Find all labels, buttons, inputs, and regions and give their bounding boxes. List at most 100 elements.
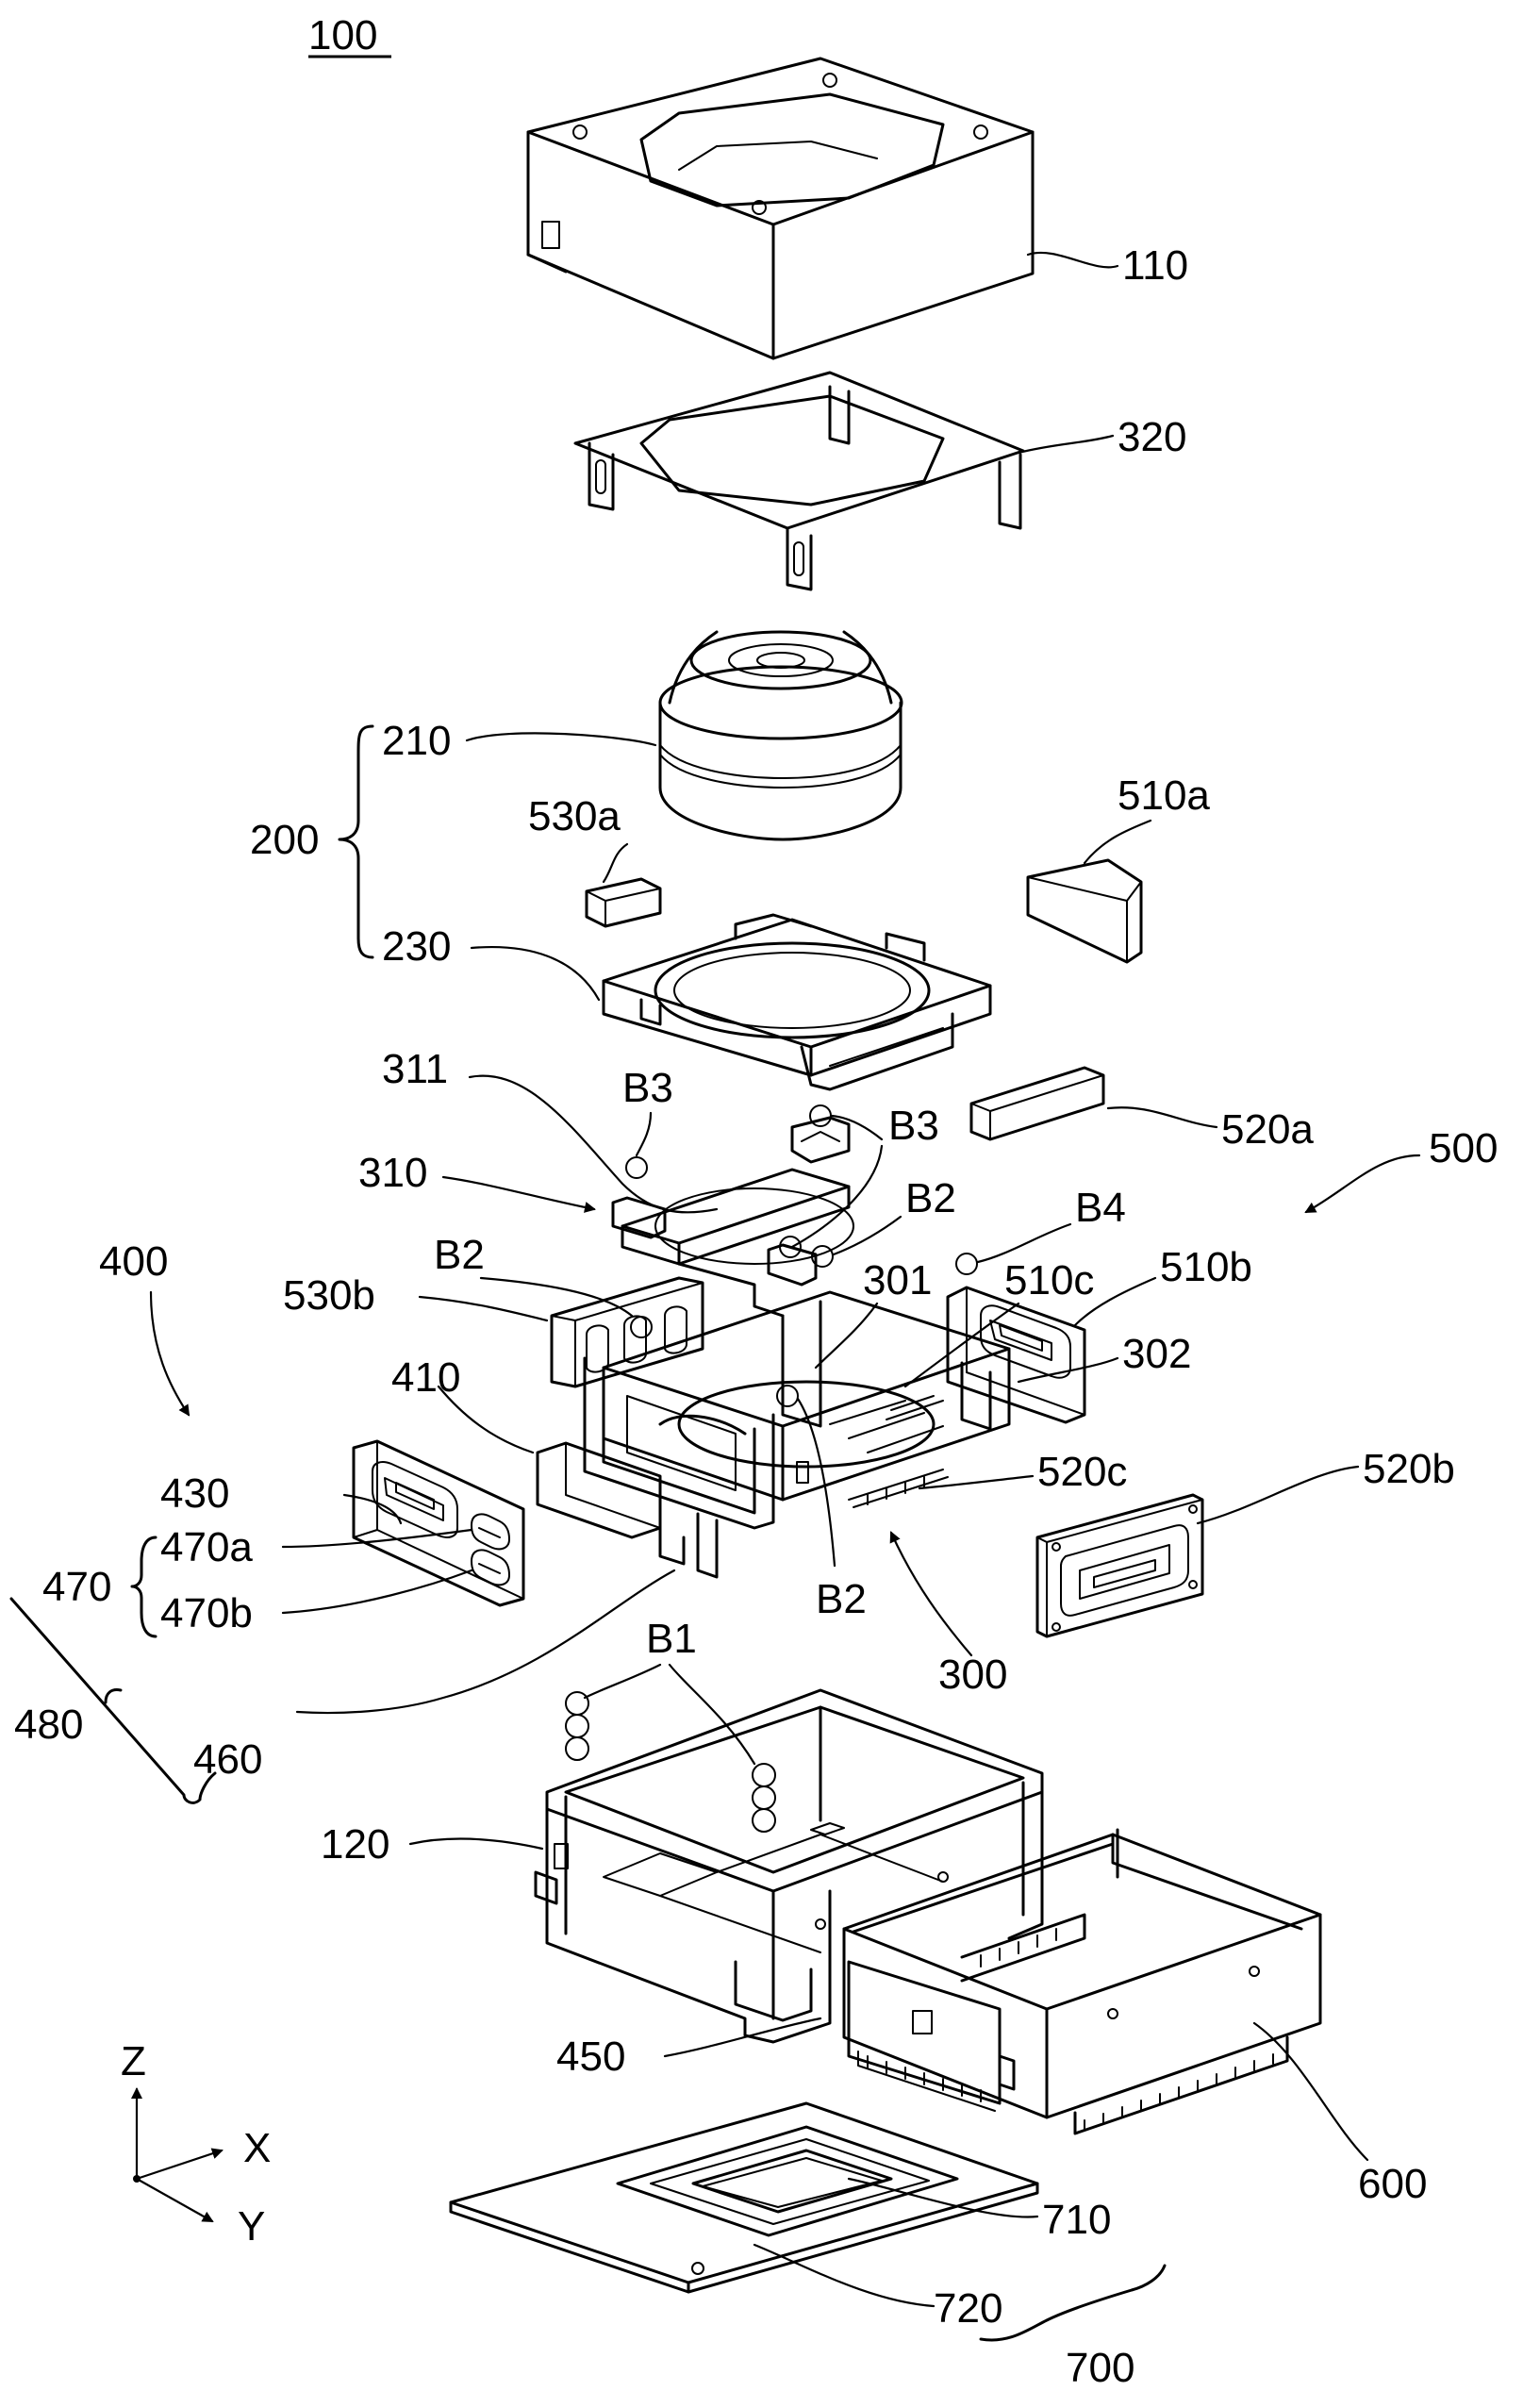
image-sensor-board-700 (449, 2101, 1039, 2294)
label-720: 720 (934, 2285, 1002, 2332)
ball-b1-right-2 (752, 1785, 776, 1810)
lens-210 (658, 630, 903, 841)
label-302: 302 (1122, 1331, 1191, 1377)
leader-710 (847, 2177, 1039, 2218)
axis-label-z: Z (121, 2038, 146, 2084)
label-b1: B1 (646, 1616, 697, 1662)
frame-310 (611, 1116, 854, 1318)
leader-520b (1196, 1465, 1360, 1525)
label-700: 700 (1066, 2345, 1134, 2391)
leader-410 (437, 1385, 535, 1454)
label-b4: B4 (1075, 1185, 1126, 1231)
coordinate-axes: Z X Y (121, 2038, 271, 2250)
leader-110 (1026, 251, 1119, 269)
arrow-500 (1304, 1154, 1421, 1214)
leader-b1-right (668, 1663, 756, 1766)
ball-b1-right-3 (752, 1808, 776, 1833)
leader-b2-lower (796, 1397, 836, 1568)
bracket-480-notch (104, 1688, 123, 1704)
leader-320 (1017, 434, 1115, 455)
brace-200 (338, 724, 374, 959)
label-500: 500 (1429, 1125, 1498, 1171)
magnet-520a (969, 1066, 1105, 1141)
label-600: 600 (1358, 2161, 1427, 2207)
lens-holder-230 (602, 913, 992, 1091)
label-230: 230 (382, 923, 451, 970)
housing-120 (534, 1688, 1044, 2044)
label-520b: 520b (1363, 1446, 1455, 1492)
magnet-530b (550, 1276, 704, 1388)
label-110: 110 (1122, 242, 1188, 289)
label-460: 460 (193, 1736, 262, 1783)
leader-510b (1073, 1276, 1157, 1327)
label-430: 430 (160, 1470, 229, 1517)
label-b2-left: B2 (434, 1232, 485, 1278)
leader-b2-upper (832, 1215, 902, 1256)
leader-311 (468, 1074, 719, 1214)
assembly-reference: 100 (308, 12, 391, 58)
label-510b: 510b (1160, 1244, 1252, 1290)
coil-510b (946, 1286, 1086, 1424)
leader-230 (470, 946, 601, 1002)
brace-470 (130, 1536, 157, 1638)
ball-b1-left-1 (565, 1691, 589, 1716)
leader-302 (1017, 1356, 1119, 1384)
leader-b4 (976, 1222, 1072, 1264)
label-100: 100 (308, 12, 377, 58)
label-520a: 520a (1221, 1106, 1314, 1153)
label-311: 311 (382, 1046, 448, 1092)
ball-b3-left (625, 1156, 648, 1179)
leader-470a (281, 1528, 473, 1549)
leader-301 (814, 1302, 879, 1370)
plate-spring-320 (573, 371, 1025, 591)
leader-120 (408, 1837, 544, 1851)
ball-b2-left (630, 1316, 653, 1338)
magnet-510a (1026, 858, 1143, 964)
label-470b: 470b (160, 1590, 253, 1636)
magnet-530a (585, 877, 662, 928)
label-320: 320 (1118, 414, 1186, 460)
arrow-300 (889, 1531, 973, 1657)
label-530a: 530a (528, 793, 621, 839)
leader-720 (753, 2243, 936, 2308)
label-b3-left: B3 (622, 1065, 673, 1111)
leader-510c (903, 1302, 1020, 1388)
label-b3-right: B3 (888, 1103, 939, 1149)
leader-470b (281, 1569, 473, 1615)
axis-label-y: Y (238, 2203, 265, 2250)
leader-b3-right-a (830, 1114, 884, 1141)
leader-b1-left (583, 1663, 662, 1700)
leader-530a (602, 842, 629, 884)
coil-board-430 (352, 1439, 525, 1607)
coil-520b (1035, 1493, 1204, 1638)
label-210: 210 (382, 718, 451, 764)
x-axis (135, 2148, 224, 2181)
cover-110 (526, 57, 1035, 360)
bracket-480 (9, 1597, 217, 1804)
leader-520a (1106, 1106, 1218, 1129)
leader-450 (663, 2017, 822, 2058)
leader-b3-left (635, 1111, 653, 1157)
ball-b2-lower (776, 1385, 799, 1407)
label-300: 300 (938, 1652, 1007, 1698)
ball-b2-upper (811, 1245, 834, 1268)
brace-700 (979, 2264, 1167, 2342)
label-470: 470 (42, 1564, 111, 1610)
ball-b1-left-3 (565, 1736, 589, 1761)
label-510c: 510c (1004, 1257, 1094, 1303)
ball-b3-under (779, 1236, 802, 1258)
label-530b: 530b (283, 1272, 375, 1319)
label-450: 450 (556, 2034, 625, 2080)
magnet-410 (536, 1441, 719, 1579)
arrow-310 (441, 1175, 596, 1213)
leader-b3-right-b (790, 1144, 884, 1249)
carrier-300 (583, 1290, 1011, 1530)
leader-210 (465, 732, 657, 747)
label-400: 400 (99, 1238, 168, 1285)
arrow-400 (149, 1290, 190, 1417)
leader-510a (1083, 819, 1152, 865)
label-510a: 510a (1118, 772, 1210, 819)
label-b2-lower: B2 (816, 1576, 867, 1622)
y-axis (135, 2177, 214, 2223)
